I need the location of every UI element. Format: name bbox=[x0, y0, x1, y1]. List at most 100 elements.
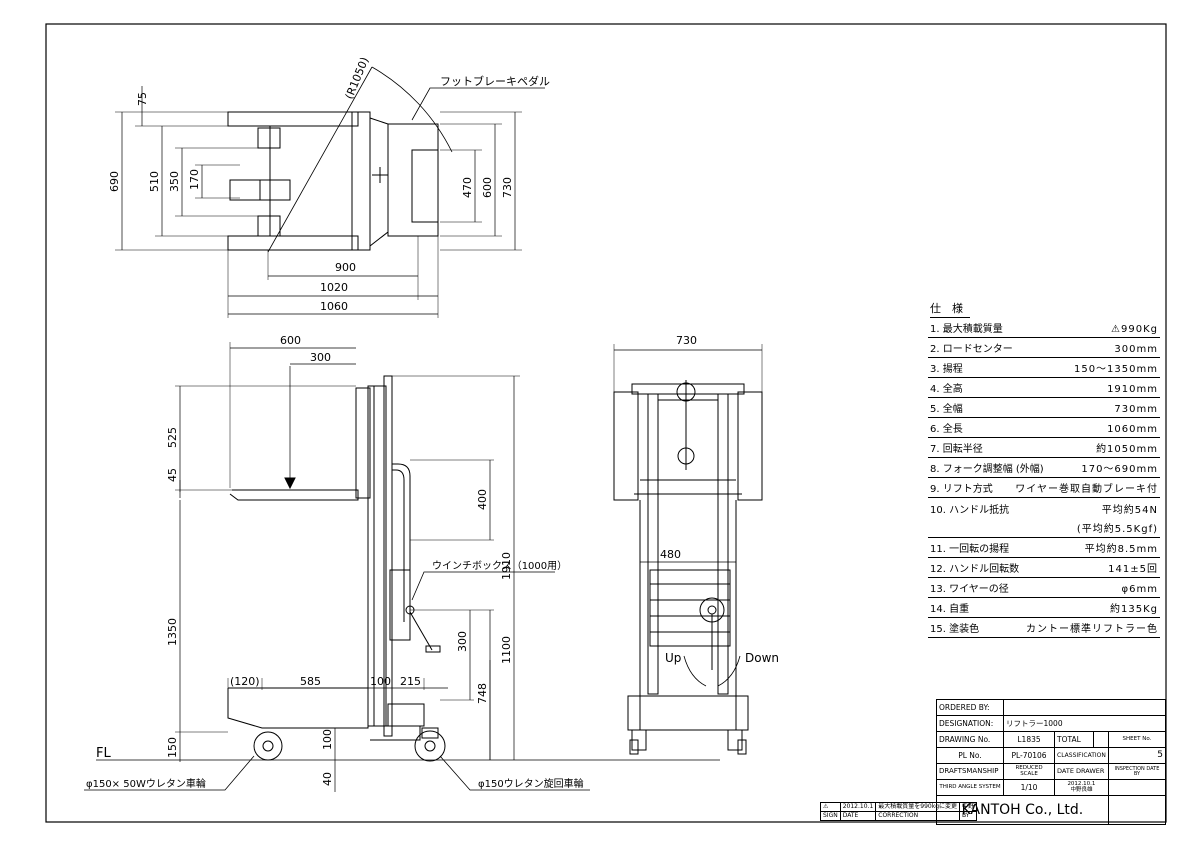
spec-row: 4. 全高 1910mm bbox=[928, 378, 1160, 398]
sign-label: SIGN bbox=[820, 811, 841, 821]
brake-pedal-label: フットブレーキペダル bbox=[440, 74, 550, 88]
spec-row: 11. 一回転の揚程 平均約8.5mm bbox=[928, 538, 1160, 558]
spec-row: 15. 塗装色 カントー標準リフトラー色 bbox=[928, 618, 1160, 638]
up-label: Up bbox=[665, 651, 681, 665]
date-drawer-label: DATE DRAWER bbox=[1054, 763, 1109, 780]
spec-label: 1. 最大積載質量 bbox=[930, 324, 1003, 335]
spec-row: 6. 全長 1060mm bbox=[928, 418, 1160, 438]
dim-585: 585 bbox=[300, 675, 321, 688]
spec-label: 14. 自重 bbox=[930, 604, 970, 615]
spec-row: 10. ハンドル抵抗 平均約54N bbox=[928, 498, 1160, 518]
side-view bbox=[84, 342, 720, 792]
spec-label: 5. 全幅 bbox=[930, 404, 963, 415]
dim-525: 525 bbox=[166, 427, 179, 448]
dim-40: 40 bbox=[321, 772, 334, 786]
scale-value: 1/10 bbox=[1002, 779, 1056, 796]
spec-row: 7. 回転半径約1050mm bbox=[928, 438, 1160, 458]
drawer-value: 中野良雄 bbox=[1070, 786, 1093, 793]
total-label: TOTAL bbox=[1054, 731, 1094, 748]
spec-value: 約1050mm bbox=[1096, 444, 1158, 455]
draftsmanship-label: DRAFTSMANSHIP bbox=[936, 763, 1004, 780]
spec-row: 9. リフト方式ワイヤー巻取自動ブレーキ付 bbox=[928, 478, 1160, 498]
spec-value: (平均約5.5Kgf) bbox=[1076, 524, 1158, 535]
drawing-no-value: L1835 bbox=[1002, 731, 1056, 748]
dim-900: 900 bbox=[335, 261, 356, 274]
dim-350: 350 bbox=[168, 171, 181, 192]
dim-150: 150 bbox=[166, 737, 179, 758]
dim-side-300: 300 bbox=[310, 351, 331, 364]
ordered-by-value bbox=[1003, 699, 1166, 716]
dim-470: 470 bbox=[461, 177, 474, 198]
spec-value: 141±5回 bbox=[1108, 564, 1158, 575]
front-view bbox=[613, 344, 763, 755]
spec-label: 6. 全長 bbox=[930, 424, 963, 435]
spec-value: 平均約8.5mm bbox=[1084, 544, 1158, 555]
correction-label: CORRECTION bbox=[875, 811, 961, 821]
dim-side-100b: 100 bbox=[321, 729, 334, 750]
drawing-no-label: DRAWING No. bbox=[936, 731, 1004, 748]
pl-no-label: PL No. bbox=[936, 747, 1004, 764]
spec-label: 12. ハンドル回転数 bbox=[930, 564, 1020, 575]
spec-title: 仕 様 bbox=[930, 300, 970, 318]
classification-label: CLASSIFICATION bbox=[1054, 747, 1109, 764]
spec-value: 300mm bbox=[1114, 344, 1158, 355]
spec-value: 1060mm bbox=[1107, 424, 1158, 435]
spec-label: 3. 揚程 bbox=[930, 364, 963, 375]
dim-1350: 1350 bbox=[166, 618, 179, 646]
inspection-label: INSPECTION DATE BY bbox=[1107, 763, 1167, 780]
dim-side-600: 600 bbox=[280, 334, 301, 347]
spec-label: 15. 塗装色 bbox=[930, 624, 980, 635]
revision-by: 中野 bbox=[959, 802, 978, 812]
spec-row: (平均約5.5Kgf) bbox=[928, 518, 1160, 538]
designation-label: DESIGNATION: bbox=[936, 715, 1004, 732]
revision-date: 2012.10.1 bbox=[839, 802, 877, 812]
dim-1060: 1060 bbox=[320, 300, 348, 313]
spec-row: 8. フォーク調整幅 (外幅)170～690mm bbox=[928, 458, 1160, 478]
spec-value: カントー標準リフトラー色 bbox=[1026, 624, 1158, 635]
spec-label: 4. 全高 bbox=[930, 384, 963, 395]
spec-value: ワイヤー巻取自動ブレーキ付 bbox=[1015, 484, 1158, 495]
revision-correction: 最大積載質量を990kgに変更 bbox=[875, 802, 961, 812]
date-value: 2012.10.1 bbox=[1067, 781, 1096, 787]
spec-value: 150～1350mm bbox=[1073, 364, 1158, 375]
side-view-labels: 600 300 525 45 1350 150 400 1910 1100 30… bbox=[86, 334, 584, 790]
dim-1910: 1910 bbox=[500, 552, 513, 580]
dim-690: 690 bbox=[108, 171, 121, 192]
sheet-value: 5 bbox=[1107, 747, 1167, 764]
dim-215: 215 bbox=[400, 675, 421, 688]
front-view-labels: 730 480 Up Down bbox=[660, 334, 779, 665]
front-dim-480: 480 bbox=[660, 548, 681, 561]
spec-label: 2. ロードセンター bbox=[930, 344, 1013, 355]
revision-mark: ⚠ bbox=[820, 802, 841, 812]
revision-block: ⚠ 2012.10.1 最大積載質量を990kgに変更 中野 SIGN DATE… bbox=[820, 802, 978, 821]
dim-45: 45 bbox=[166, 468, 179, 482]
reduced-scale-label: REDUCED SCALE bbox=[1002, 763, 1056, 780]
radius-label: (R1050) bbox=[343, 55, 372, 101]
dim-1020: 1020 bbox=[320, 281, 348, 294]
spec-value: 平均約54N bbox=[1101, 505, 1158, 516]
title-block: ORDERED BY: DESIGNATION: リフトラー1000 DRAWI… bbox=[936, 699, 1167, 825]
dim-side-300b: 300 bbox=[456, 631, 469, 652]
designation-value: リフトラー1000 bbox=[1003, 715, 1166, 732]
spec-value: 170～690mm bbox=[1081, 464, 1158, 475]
spec-label: 13. ワイヤーの径 bbox=[930, 584, 1009, 595]
spec-row: 12. ハンドル回転数 141±5回 bbox=[928, 558, 1160, 578]
fl-label: FL bbox=[96, 746, 111, 761]
projection-label: THIRD ANGLE SYSTEM bbox=[936, 779, 1004, 796]
spec-label: 10. ハンドル抵抗 bbox=[930, 505, 1010, 516]
spec-table: 仕 様 1. 最大積載質量 ⚠990Kg 2. ロードセンター 300mm 3. 揚… bbox=[928, 300, 1160, 638]
pl-no-value: PL-70106 bbox=[1002, 747, 1056, 764]
front-wheel-label: φ150ウレタン旋回車輪 bbox=[478, 777, 584, 790]
spec-value: ⚠990Kg bbox=[1111, 324, 1158, 335]
sheet-frame bbox=[45, 23, 1167, 823]
top-view-labels: フットブレーキペダル (R1050) 75 690 510 350 170 47… bbox=[108, 55, 550, 313]
rear-wheel-label: φ150× 50Wウレタン車輪 bbox=[86, 777, 206, 790]
spec-label: 11. 一回転の揚程 bbox=[930, 544, 1010, 555]
dim-730: 730 bbox=[501, 177, 514, 198]
spec-value: 1910mm bbox=[1107, 384, 1158, 395]
winch-label: ウインチボックス（1000用） bbox=[432, 560, 567, 572]
